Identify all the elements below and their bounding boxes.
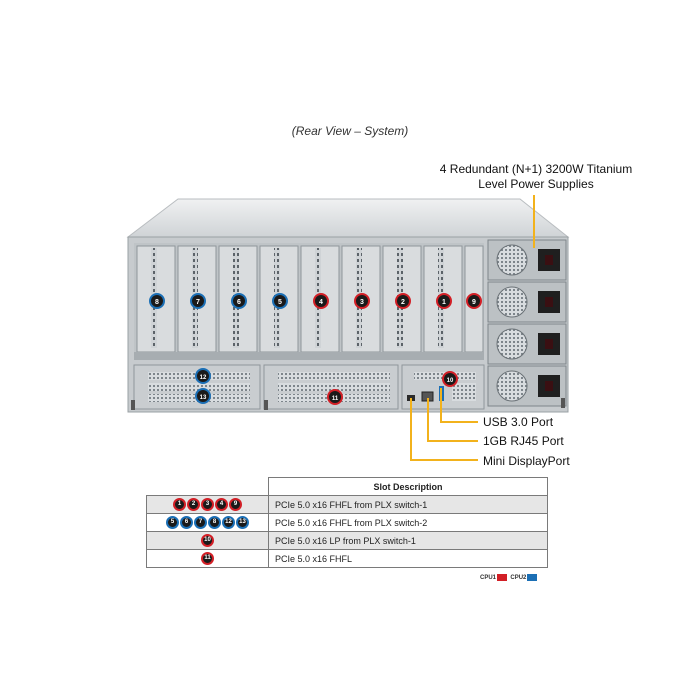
legend-cpu2-swatch <box>527 574 538 581</box>
slot-10-badge: 10 <box>442 371 458 387</box>
slot-badge: 7 <box>194 516 207 529</box>
chassis-top <box>126 198 570 238</box>
server-rear-diagram: 8 7 6 5 4 3 2 1 9 12 13 11 10 <box>126 195 570 461</box>
slot-badge: 4 <box>215 498 228 511</box>
slot-badge-cell: 11 <box>146 549 269 568</box>
slot-12-label: 12 <box>200 375 207 381</box>
slot-6-label: 6 <box>237 299 241 306</box>
slot-9-label: 9 <box>472 299 476 306</box>
slot-badge: 13 <box>236 516 249 529</box>
slot-11-label: 11 <box>332 396 339 402</box>
power-supply-callout-line1: 4 Redundant (N+1) 3200W Titanium <box>439 162 633 176</box>
slot-badge: 12 <box>222 516 235 529</box>
slot-badge: 10 <box>201 534 214 547</box>
slot-description: PCIe 5.0 x16 FHFL from PLX switch-1 <box>268 495 548 514</box>
slot-8-badge: 8 <box>149 293 165 309</box>
table-corner-cell <box>146 477 269 496</box>
slot-badge: 11 <box>201 552 214 565</box>
slot-3-badge: 3 <box>354 293 370 309</box>
displayport-leader <box>410 398 478 461</box>
view-caption: (Rear View – System) <box>291 124 409 138</box>
slot-7-label: 7 <box>196 299 200 306</box>
slot-5-label: 5 <box>278 299 282 306</box>
slot-badge: 6 <box>180 516 193 529</box>
slot-badge: 1 <box>173 498 186 511</box>
displayport-label: Mini DisplayPort <box>483 454 570 468</box>
slot-11-badge: 11 <box>327 389 343 405</box>
slot-13-badge: 13 <box>195 388 211 404</box>
slot-9-badge: 9 <box>466 293 482 309</box>
slot-2-label: 2 <box>401 299 405 306</box>
pcie-slot-bays <box>134 243 484 360</box>
slot-8-label: 8 <box>155 299 159 306</box>
slot-badge-cell: 10 <box>146 531 269 550</box>
slot-13-label: 13 <box>200 395 207 401</box>
slot-badge: 2 <box>187 498 200 511</box>
slot-badge: 5 <box>166 516 179 529</box>
slot-description: PCIe 5.0 x16 LP from PLX switch-1 <box>268 531 548 550</box>
power-supplies <box>487 239 567 407</box>
slot-6-badge: 6 <box>231 293 247 309</box>
slot-1-badge: 1 <box>436 293 452 309</box>
legend-cpu2-label: CPU2 <box>510 575 527 582</box>
slot-badge: 9 <box>229 498 242 511</box>
slot-4-badge: 4 <box>313 293 329 309</box>
cpu-legend: CPU1 CPU2 <box>480 574 538 582</box>
callout-lines <box>410 195 535 461</box>
power-supply-callout-line2: Level Power Supplies <box>478 177 594 191</box>
slot-4-label: 4 <box>319 299 323 306</box>
slot-10-label: 10 <box>447 378 454 384</box>
usb-port-label: USB 3.0 Port <box>483 415 554 429</box>
slot-2-badge: 2 <box>395 293 411 309</box>
legend-cpu1-label: CPU1 <box>480 575 497 582</box>
rj45-port-label: 1GB RJ45 Port <box>483 434 564 448</box>
usb-leader <box>440 388 478 423</box>
slot-12-badge: 12 <box>195 368 211 384</box>
slot-badge: 8 <box>208 516 221 529</box>
power-supply-callout: 4 Redundant (N+1) 3200W Titanium Level P… <box>436 162 636 192</box>
slot-3-label: 3 <box>360 299 364 306</box>
slot-description: PCIe 5.0 x16 FHFL <box>268 549 548 568</box>
slot-description-header: Slot Description <box>268 477 548 496</box>
slot-badge: 3 <box>201 498 214 511</box>
rj45-leader <box>427 398 478 442</box>
slot-7-badge: 7 <box>190 293 206 309</box>
slot-description: PCIe 5.0 x16 FHFL from PLX switch-2 <box>268 513 548 532</box>
slot-1-label: 1 <box>442 299 446 306</box>
legend-cpu1-swatch <box>497 574 508 581</box>
slot-5-badge: 5 <box>272 293 288 309</box>
table-row: 10 PCIe 5.0 x16 LP from PLX switch-1 <box>146 531 548 550</box>
slot-badges: 8 7 6 5 4 3 2 1 9 12 13 11 10 <box>149 293 482 405</box>
table-row: 11 PCIe 5.0 x16 FHFL <box>146 549 548 568</box>
